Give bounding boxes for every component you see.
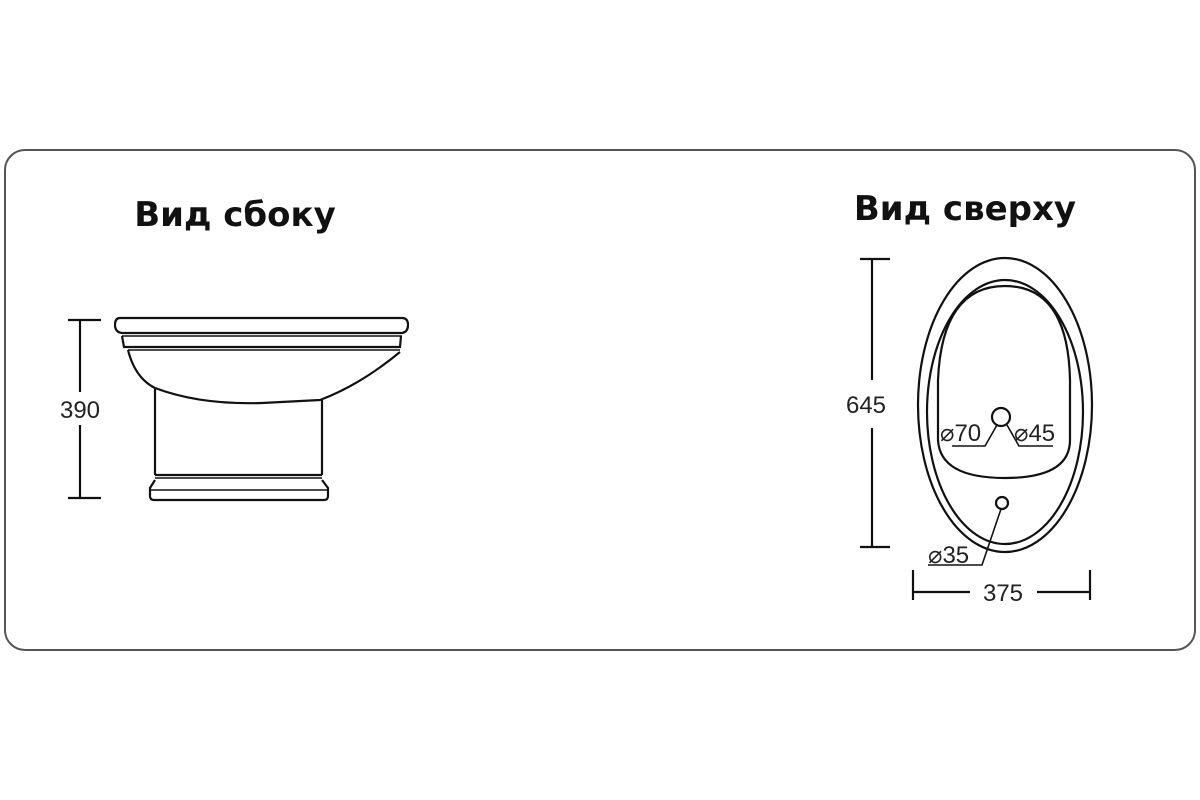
side-view-bidet: [113, 316, 410, 502]
height-label: 390: [60, 397, 100, 424]
faucet-hole: [990, 406, 1012, 428]
top-view-length-dimension: 645: [846, 257, 890, 549]
hole-right-label: ⌀45: [1014, 420, 1055, 447]
drawing-frame: [4, 149, 1196, 651]
width-label: 375: [983, 580, 1023, 607]
top-view-title: Вид сверху: [854, 189, 1076, 229]
drain-hole: [994, 495, 1010, 511]
side-view-title: Вид сбоку: [134, 195, 336, 235]
side-view-height-dimension: 390: [60, 318, 101, 500]
drain-label: ⌀35: [928, 542, 969, 569]
hole-left-label: ⌀70: [940, 420, 981, 447]
length-label: 645: [846, 392, 886, 419]
top-view-width-dimension: 375: [911, 570, 1092, 607]
top-view-bidet: [916, 256, 1094, 566]
